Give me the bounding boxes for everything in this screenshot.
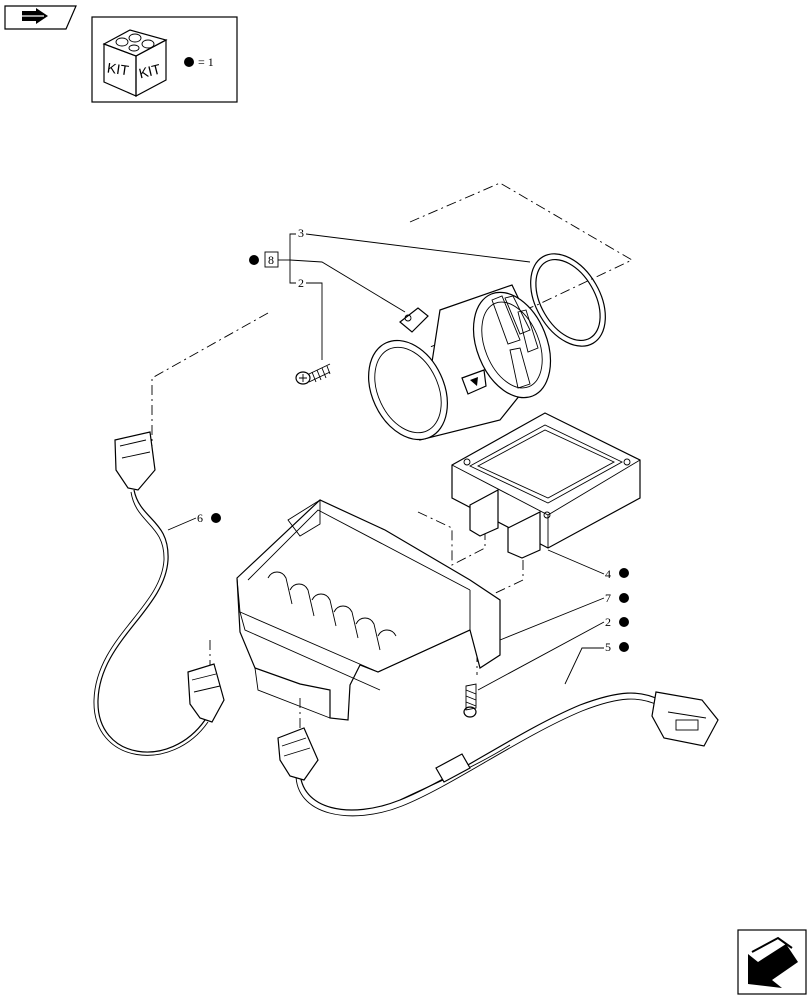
callout-4-group: 4 bbox=[547, 549, 629, 581]
callout-8: 8 bbox=[268, 253, 274, 267]
kit-bullet-icon bbox=[184, 57, 194, 67]
work-lamp bbox=[368, 284, 552, 441]
screw-bottom bbox=[463, 683, 477, 718]
harness-6 bbox=[93, 431, 225, 756]
kit-label-left: KIT bbox=[106, 60, 130, 79]
callout-5: 5 bbox=[605, 640, 611, 654]
adapter-plate bbox=[451, 412, 641, 559]
callout-5-group: 5 bbox=[564, 640, 629, 685]
bullet-icon bbox=[619, 568, 629, 578]
callout-3: 3 bbox=[298, 226, 304, 240]
mounting-bracket bbox=[236, 499, 501, 721]
callout-6-group: 6 bbox=[167, 511, 221, 531]
callout-2-top: 2 bbox=[298, 276, 304, 290]
harness-5 bbox=[277, 691, 719, 817]
next-page-arrow-icon[interactable] bbox=[737, 929, 807, 995]
sealing-ring bbox=[530, 253, 606, 347]
callout-2-bottom: 2 bbox=[605, 615, 611, 629]
callout-7: 7 bbox=[605, 591, 611, 605]
bullet-icon bbox=[619, 642, 629, 652]
bracket-callouts: 8 3 2 bbox=[249, 226, 531, 360]
kit-legend: KIT KIT = 1 bbox=[91, 16, 238, 103]
callout-2-bottom-group: 2 bbox=[477, 615, 629, 691]
bullet-icon bbox=[249, 255, 259, 265]
callout-6: 6 bbox=[197, 511, 203, 525]
bullet-icon bbox=[211, 513, 221, 523]
screw-top bbox=[295, 363, 331, 385]
bullet-icon bbox=[619, 617, 629, 627]
bullet-icon bbox=[619, 593, 629, 603]
kit-equals-text: = 1 bbox=[198, 55, 214, 69]
kit-label-right: KIT bbox=[137, 61, 162, 82]
callout-7-group: 7 bbox=[499, 591, 629, 641]
callout-4: 4 bbox=[605, 567, 611, 581]
folder-arrow-icon[interactable] bbox=[4, 5, 77, 30]
